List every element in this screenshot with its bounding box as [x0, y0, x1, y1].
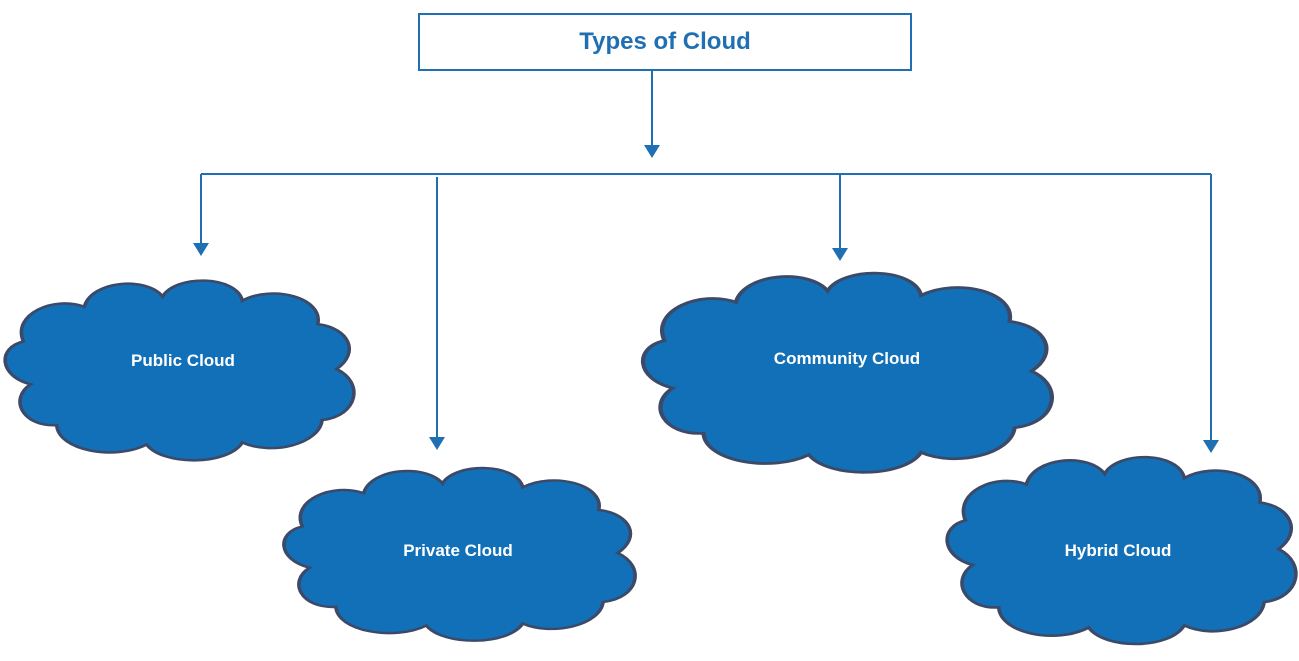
arrowhead-trunk — [644, 145, 660, 158]
cloud-label-community: Community Cloud — [773, 349, 921, 368]
cloud-label-private: Private Cloud — [403, 541, 513, 560]
arrowhead-public — [193, 243, 209, 256]
arrowhead-hybrid — [1203, 440, 1219, 453]
cloud-label-hybrid: Hybrid Cloud — [1064, 541, 1172, 560]
cloud-community — [643, 273, 1052, 472]
arrowheads — [193, 145, 1219, 453]
arrowhead-community — [832, 248, 848, 261]
arrowhead-private — [429, 437, 445, 450]
connector-lines — [200, 71, 1212, 440]
diagram-title: Types of Cloud — [579, 28, 751, 55]
title-box: Types of Cloud — [418, 13, 912, 71]
cloud-shapes — [3, 273, 1298, 646]
cloud-label-public: Public Cloud — [131, 351, 235, 370]
